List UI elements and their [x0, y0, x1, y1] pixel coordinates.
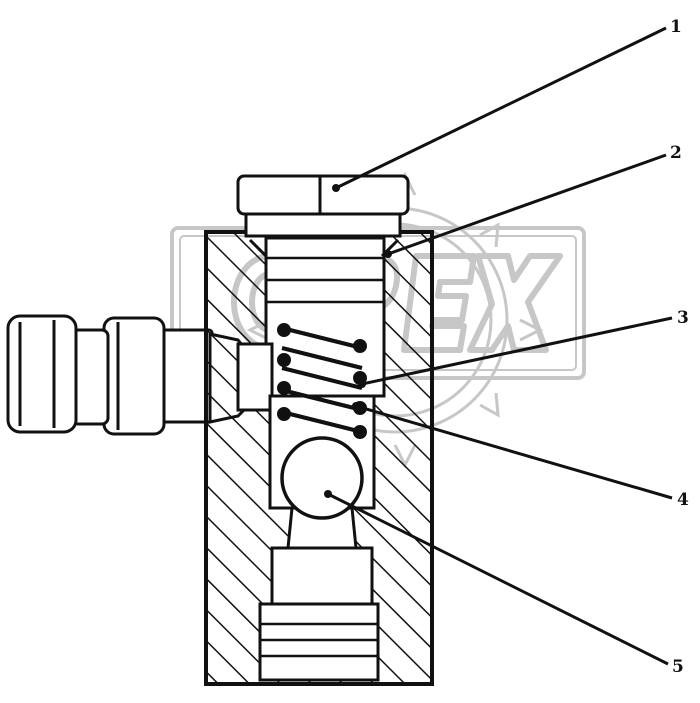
check-ball: [280, 436, 364, 520]
leader-line-5: [327, 492, 669, 666]
side-port: [236, 342, 274, 412]
outlet-thread: [258, 602, 380, 682]
outlet-port: [270, 546, 374, 606]
callout-label-4: 4: [677, 490, 689, 510]
callout-label-2: 2: [670, 143, 682, 163]
upper-bore: [264, 236, 386, 398]
leader-line-4: [355, 404, 673, 500]
callout-label-5: 5: [672, 657, 684, 677]
callout-label-3: 3: [677, 308, 689, 328]
top-plug: [236, 174, 410, 258]
leader-line-2: [387, 153, 667, 256]
leader-line-1: [335, 26, 667, 190]
callout-label-1: 1: [670, 17, 682, 37]
fitting-collar-1: [102, 316, 166, 436]
fitting-collar-3: [6, 314, 78, 434]
bore-thread-marks: [266, 256, 384, 304]
spring: [277, 323, 367, 439]
leader-line-3: [361, 316, 673, 386]
leader-lines: [327, 26, 673, 666]
